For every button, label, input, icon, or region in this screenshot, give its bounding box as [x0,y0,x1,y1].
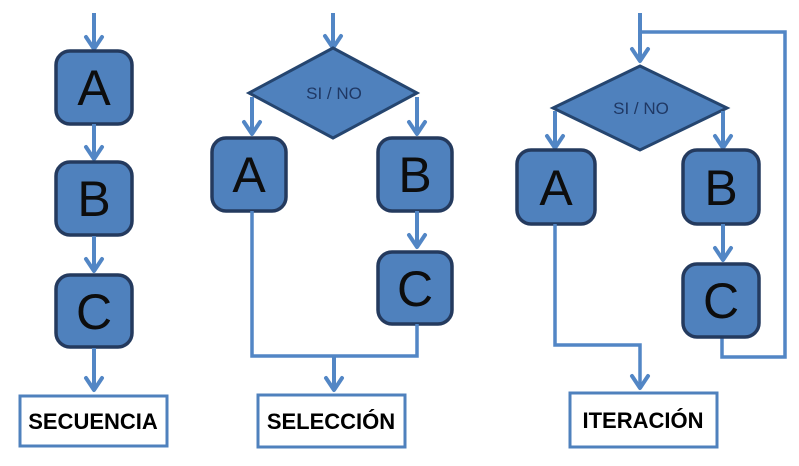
arrow-exit [84,348,104,392]
selection-diagram: SI / NO A B C [210,13,454,449]
sequence-diagram: A B C SECUENCIA [18,13,169,448]
caption-secuencia: SECUENCIA [28,409,158,434]
decision-label: SI / NO [306,84,362,103]
process-box-c [54,273,134,349]
arrow-entry [323,13,343,50]
arrow-a-to-b [84,124,104,161]
decision-diamond [549,64,731,152]
process-box-a [210,136,288,213]
arrow-entry [84,13,104,51]
arrow-decision-to-a [545,111,565,150]
process-box-c-label: C [703,273,739,329]
decision-diamond [245,46,421,140]
iteration-diagram: SI / NO A B C ITERACIÓN [515,13,787,449]
loop-back-connector [640,30,787,359]
arrow-exit [324,356,344,392]
arrow-decision-to-a [242,97,262,136]
process-box-b [54,160,134,237]
process-box-c [681,262,761,339]
process-box-b-label: B [77,171,110,227]
exit-arrowhead [630,374,650,390]
process-box-c-label: C [76,284,112,340]
arrow-b-to-c [713,224,733,262]
arrow-b-to-c [407,211,427,249]
caption-iteracion: ITERACIÓN [583,408,704,433]
process-box-a-label: A [77,60,111,116]
process-box-c-label: C [397,261,433,317]
arrow-decision-to-b [407,97,427,136]
a-exit-connector [553,224,642,386]
arrow-entry [630,13,650,63]
process-box-b-label: B [398,147,431,203]
process-box-a-label: A [232,147,266,203]
process-box-a-label: A [539,160,573,216]
process-box-b-label: B [704,160,737,216]
decision-label: SI / NO [613,99,669,118]
caption-box-iteracion [568,391,719,449]
arrow-decision-to-b [713,111,733,150]
caption-box-secuencia [18,394,169,448]
process-box-c [376,250,454,326]
arrow-b-to-c [84,236,104,273]
caption-seleccion: SELECCIÓN [267,409,395,434]
caption-box-seleccion [256,393,407,449]
